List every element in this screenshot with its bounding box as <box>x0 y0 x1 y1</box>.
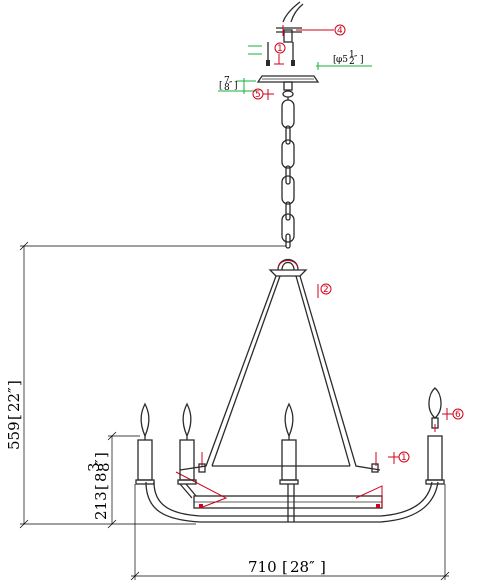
body-height-dimension: 213 [ 8 3 8 ″ ] <box>85 431 140 529</box>
svg-text:[: [ <box>219 81 223 91</box>
width-mm: 710 <box>248 558 277 576</box>
body-height-inch-den: 8 <box>95 462 113 472</box>
svg-text:]: ] <box>360 55 364 65</box>
svg-text:[: [ <box>5 414 23 420</box>
svg-text:]: ] <box>5 380 23 386</box>
svg-text:[: [ <box>333 55 337 65</box>
width-dimension: 710 [ 28″ ] <box>130 484 450 581</box>
body-height-inch-suffix: ″ <box>92 459 110 465</box>
svg-text:]: ] <box>92 452 110 458</box>
canopy-diameter-dimension: φ5 1 2 ″ [ ] <box>316 50 372 70</box>
svg-text:]: ] <box>234 81 238 91</box>
svg-text:[: [ <box>282 558 288 576</box>
candle-3 <box>279 402 299 485</box>
canopy-diameter-suffix: ″ <box>354 55 358 65</box>
candle-2 <box>177 402 197 485</box>
body-height-inch-whole: 8 <box>92 472 110 482</box>
bottom-ring <box>145 481 439 523</box>
callout-5: 5 <box>252 88 274 100</box>
candle-1 <box>135 402 155 485</box>
svg-text:1: 1 <box>401 453 407 463</box>
canopy-height-dimension: [ 7 8 ″ ] <box>218 45 262 94</box>
canopy-diameter-prefix: φ5 <box>336 55 348 65</box>
overall-height-dimension: 559 [ 22″ ] <box>5 241 286 529</box>
body-height-inch-num: 3 <box>85 462 103 472</box>
canopy-diameter-den: 2 <box>349 57 355 67</box>
svg-text:1: 1 <box>277 44 283 54</box>
svg-text:[: [ <box>92 484 110 490</box>
callout-1-frame: 1 <box>388 451 410 464</box>
frame-arms <box>179 275 381 473</box>
body-height-mm: 213 <box>92 491 110 520</box>
ceiling-canopy <box>256 1 320 100</box>
canopy-height-suffix: ″ <box>229 81 233 91</box>
candle-4-bulb <box>425 387 445 485</box>
overall-height-mm: 559 <box>5 421 23 450</box>
callout-1-canopy: 1 <box>274 42 286 65</box>
overall-height-inch: 22″ <box>5 387 23 412</box>
svg-text:5: 5 <box>255 90 261 100</box>
canopy-height-den: 8 <box>224 83 230 93</box>
canopy-height-num: 7 <box>224 76 230 86</box>
canopy-diameter-num: 1 <box>349 50 355 60</box>
svg-text:6: 6 <box>455 410 461 420</box>
width-inch: 28″ <box>290 558 315 576</box>
frame-hook <box>268 258 308 277</box>
callout-4: 4 <box>282 24 346 36</box>
frame-red-marks <box>175 452 383 509</box>
callout-6: 6 <box>442 408 464 420</box>
chain <box>281 99 295 249</box>
svg-text:]: ] <box>320 558 326 576</box>
svg-text:4: 4 <box>337 26 343 36</box>
callout-2: 2 <box>317 283 332 298</box>
svg-text:2: 2 <box>323 285 329 295</box>
